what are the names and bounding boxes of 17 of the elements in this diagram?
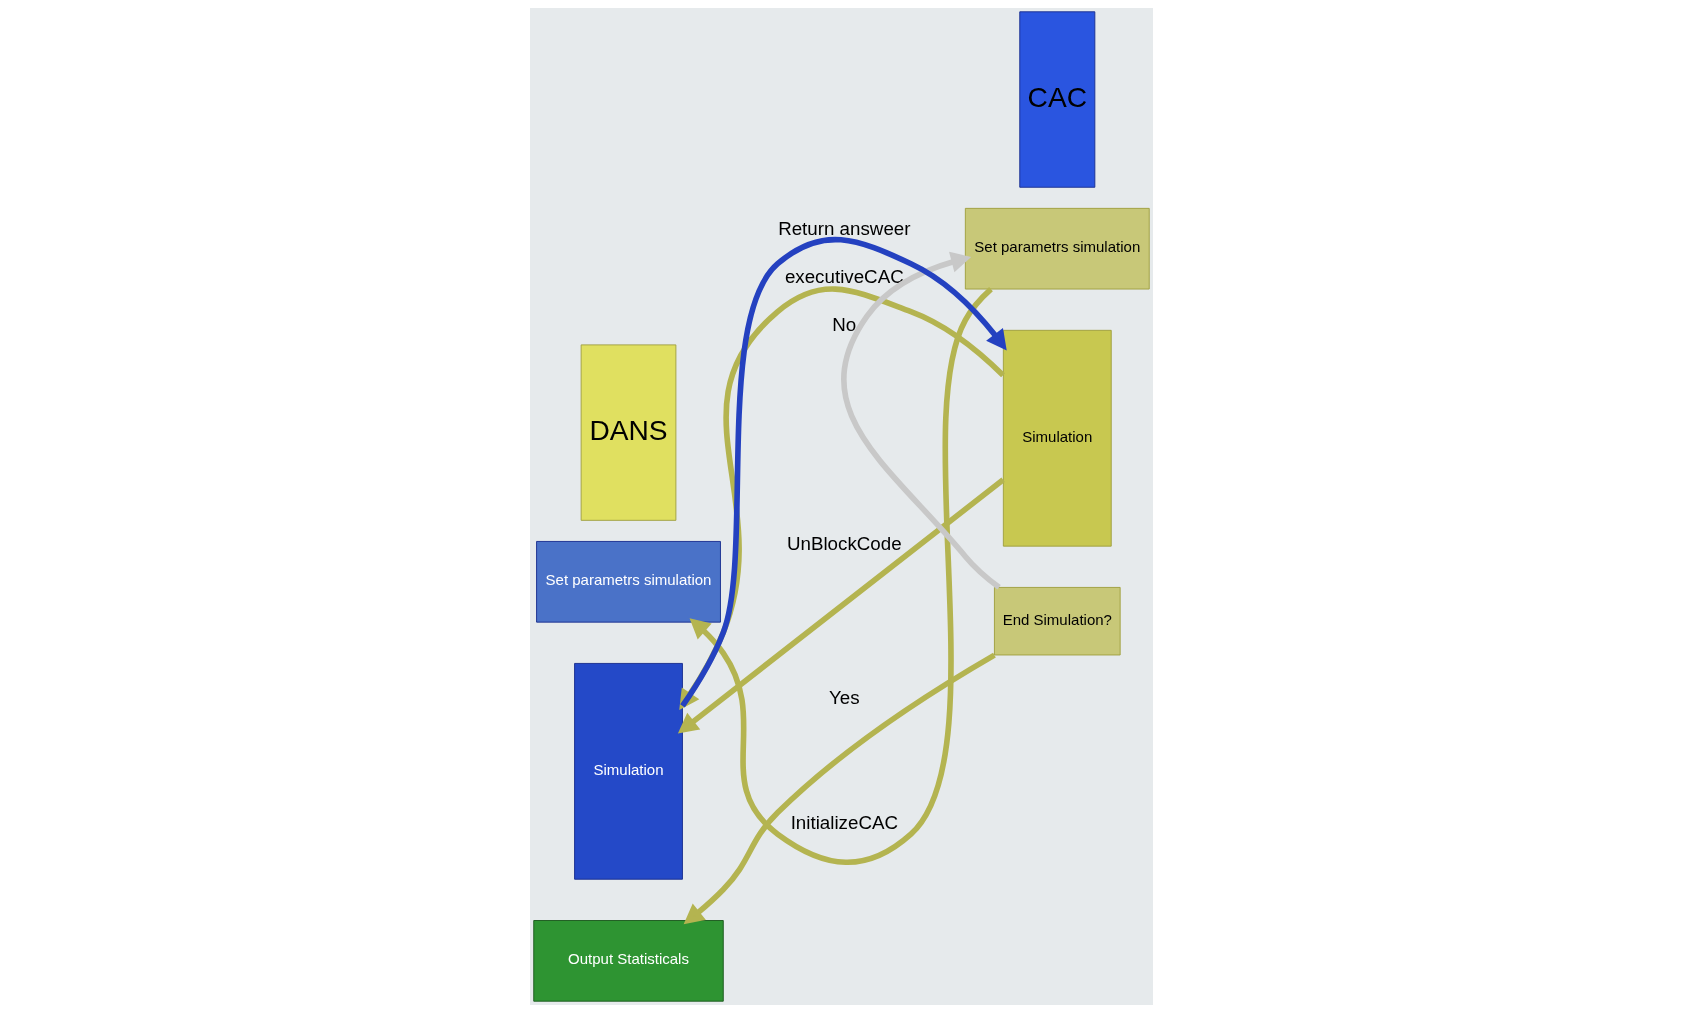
edge-label: executiveCAC xyxy=(784,266,904,288)
edge-label: InitializeCAC xyxy=(790,811,898,833)
arrow xyxy=(683,652,996,925)
node-box: Simulation xyxy=(573,662,683,880)
node-box: Output Statisticals xyxy=(532,920,724,1002)
node-box: Set parametrs simulation xyxy=(964,207,1150,290)
arrow xyxy=(689,287,993,865)
node-box: CAC xyxy=(1018,11,1095,188)
node-box: Set parametrs simulation xyxy=(535,541,721,623)
node-box: Simulation xyxy=(1002,329,1112,547)
edge-label: UnBlockCode xyxy=(786,532,902,554)
arrow xyxy=(840,251,1001,590)
node-box: End Simulation? xyxy=(993,586,1121,656)
edge-label: No xyxy=(831,314,856,336)
edge-label: Yes xyxy=(828,686,860,708)
node-box: DANS xyxy=(580,344,676,521)
edge-label: Return answeer xyxy=(777,217,910,239)
